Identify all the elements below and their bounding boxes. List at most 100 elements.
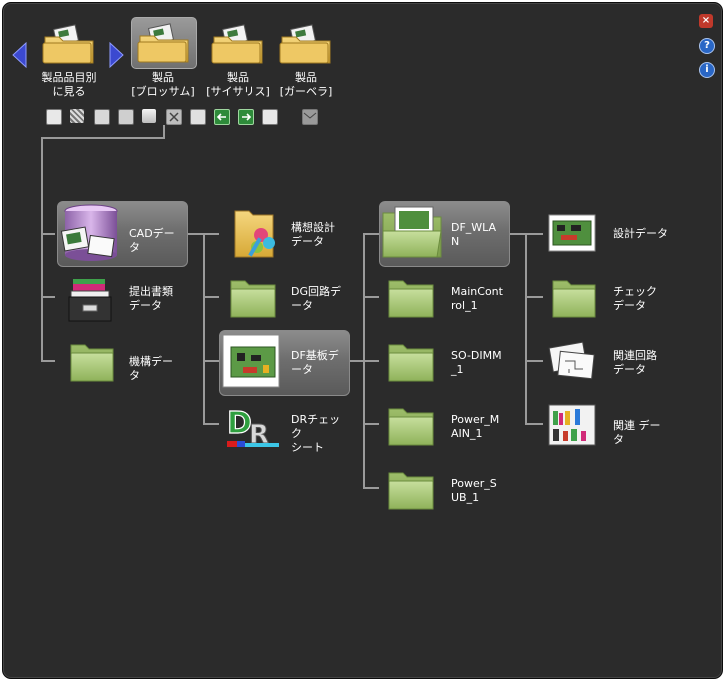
nav-item-by-product[interactable] (39, 23, 99, 67)
circuit-board-icon (548, 214, 596, 252)
help-button[interactable]: ? (699, 38, 715, 54)
connector (203, 233, 205, 425)
nav-item-blossom[interactable] (131, 17, 197, 69)
svg-text:R: R (249, 420, 269, 450)
tree-node-label: 機構データ (129, 355, 173, 382)
info-button[interactable]: i (699, 62, 715, 78)
connector (509, 233, 527, 235)
connector (203, 360, 219, 362)
tree-node-label: 構想設計 データ (291, 221, 335, 248)
nav-item-gerbera[interactable] (276, 23, 336, 67)
next-arrow-icon[interactable] (109, 41, 124, 69)
file-cabinet-icon (68, 279, 112, 322)
folder-icon (388, 280, 434, 318)
connector (203, 423, 219, 425)
connector (163, 125, 165, 139)
tree-node-power-sub[interactable]: Power_S UB_1 (381, 465, 505, 515)
tree-node-submission-docs[interactable]: 提出書類 データ (59, 275, 183, 325)
connector (41, 137, 43, 361)
folder-icon (388, 408, 434, 446)
tree-node-label: 関連回路 データ (613, 349, 657, 376)
tree-node-df-board[interactable]: DF基板デ ータ (222, 333, 347, 391)
tree-node-label: Power_M AIN_1 (451, 413, 500, 440)
connector (41, 296, 55, 298)
connector (525, 233, 543, 235)
tree-node-power-main[interactable]: Power_M AIN_1 (381, 401, 505, 451)
connector (363, 233, 379, 235)
connector (203, 296, 219, 298)
copy-icon[interactable] (94, 109, 110, 125)
tree-node-label: CADデータ (129, 227, 175, 254)
mail-icon[interactable] (302, 109, 318, 125)
connector (187, 233, 205, 235)
tree-node-label: DF基板デ ータ (291, 349, 339, 376)
paste-icon[interactable] (118, 109, 134, 125)
tree-node-maincontrol[interactable]: MainCont rol_1 (381, 273, 505, 323)
tree-node-label: Power_S UB_1 (451, 477, 497, 504)
nav-label-by-product: 製品品目別 に見る (41, 71, 97, 98)
tree-node-label: DRチェック シート (291, 413, 341, 454)
tree-node-design-data[interactable]: 設計データ (547, 213, 671, 257)
tree-node-so-dimm[interactable]: SO-DIMM _1 (381, 337, 505, 387)
product-folder-icon (137, 23, 189, 63)
nav-item-physalis[interactable] (208, 23, 268, 67)
edit-icon[interactable] (190, 109, 206, 125)
back-arrow-icon[interactable] (214, 109, 230, 125)
connector (203, 233, 219, 235)
tree-node-label: DG回路デ ータ (291, 285, 341, 312)
connector (525, 423, 543, 425)
database-icon (60, 204, 118, 261)
product-folder-icon (42, 24, 94, 64)
folder-icon (70, 344, 114, 382)
delete-icon[interactable] (166, 109, 182, 125)
connector (525, 296, 543, 298)
connector (525, 233, 527, 425)
bookshelf-icon (548, 404, 596, 446)
connector (41, 360, 55, 362)
connector (525, 360, 543, 362)
tree-node-dr-check[interactable]: D R DRチェック シート (223, 401, 347, 454)
connector (347, 360, 365, 362)
cut-icon[interactable] (70, 109, 84, 123)
tree-node-label: チェック データ (613, 285, 657, 312)
nav-label-blossom: 製品 [ブロッサム] (131, 71, 195, 98)
connector (363, 360, 379, 362)
tree-node-df-wlan[interactable]: DF_WLA N (381, 203, 505, 263)
connector (41, 137, 165, 139)
tree-node-concept-design[interactable]: 構想設計 データ (223, 207, 347, 263)
folder-icon (552, 280, 596, 318)
tree-node-check-data[interactable]: チェック データ (547, 275, 671, 321)
svg-text:D: D (227, 406, 252, 441)
close-button[interactable]: × (699, 14, 713, 28)
tree-node-dg-circuit[interactable]: DG回路デ ータ (223, 273, 347, 323)
tree-node-label: 設計データ (613, 227, 668, 240)
forward-arrow-icon[interactable] (238, 109, 254, 125)
tree-node-label: SO-DIMM _1 (451, 349, 502, 376)
dr-logo-icon: D R (226, 405, 279, 451)
tree-node-mechanism-data[interactable]: 機構データ (59, 341, 183, 385)
product-folder-icon (211, 24, 263, 64)
schematic-stack-icon (548, 341, 595, 380)
connector (41, 233, 55, 235)
tree-node-label: 関連 データ (613, 419, 661, 446)
folder-icon (388, 344, 434, 382)
prev-arrow-icon[interactable] (12, 41, 27, 69)
properties-icon[interactable] (262, 109, 278, 125)
connector (363, 487, 379, 489)
idea-folder-icon (234, 210, 275, 258)
tree-node-cad-data[interactable]: CADデータ (59, 203, 183, 263)
tree-node-label: MainCont rol_1 (451, 285, 503, 312)
tree-node-label: 提出書類 データ (129, 285, 173, 312)
tree-node-label: DF_WLA N (451, 221, 497, 248)
nav-label-gerbera: 製品 [ガーベラ] (279, 71, 333, 98)
save-icon[interactable] (46, 109, 62, 125)
board-folder-icon (382, 206, 442, 258)
connector (363, 296, 379, 298)
tree-node-related-circuit[interactable]: 関連回路 データ (547, 339, 671, 385)
tree-node-related-data[interactable]: 関連 データ (547, 403, 671, 449)
folder-icon (230, 280, 276, 318)
folder-icon (388, 472, 434, 510)
new-icon[interactable] (142, 109, 156, 123)
product-folder-icon (279, 24, 331, 64)
